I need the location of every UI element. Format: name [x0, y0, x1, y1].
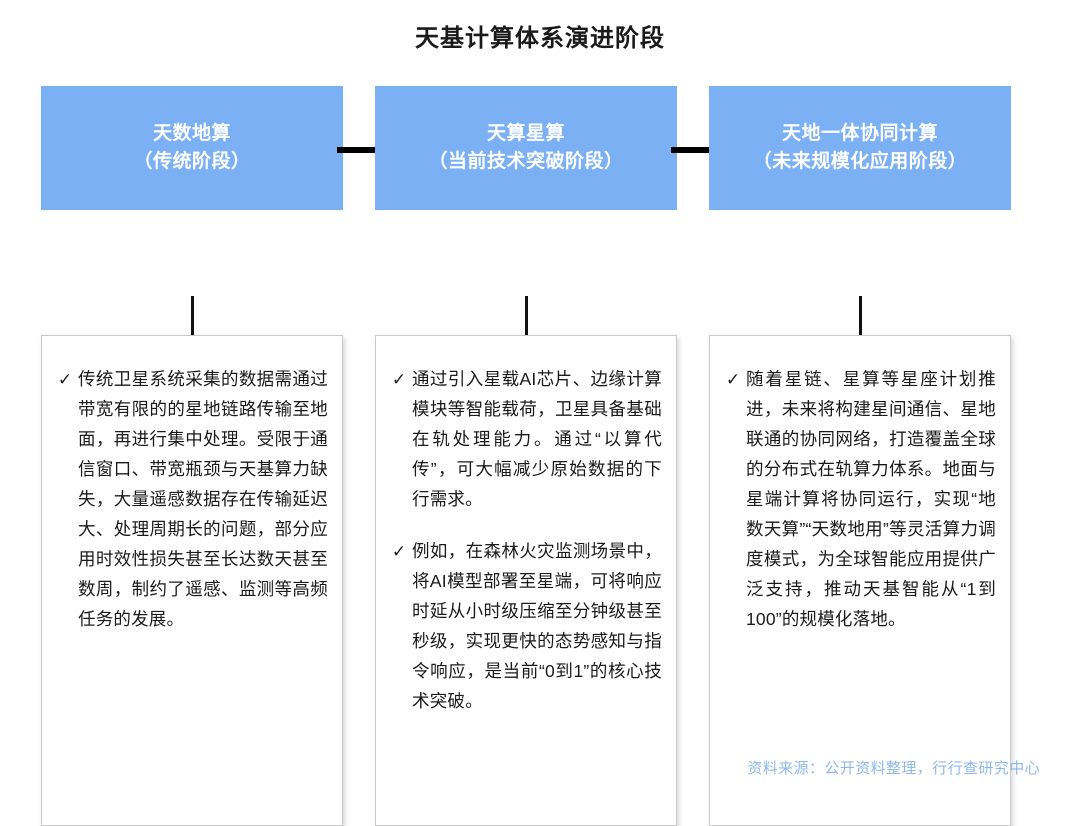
list-item: ✓ 通过引入星载AI芯片、边缘计算模块等智能载荷，卫星具备基础在轨处理能力。通过…	[386, 364, 662, 514]
bullet-text: 传统卫星系统采集的数据需通过带宽有限的的星地链路传输至地面，再进行集中处理。受限…	[78, 369, 328, 629]
stage-header-3[interactable]: 天地一体协同计算 （未来规模化应用阶段）	[709, 86, 1011, 210]
stage-header-2-line1: 天算星算	[486, 122, 565, 144]
stage-header-1[interactable]: 天数地算 （传统阶段）	[41, 86, 343, 210]
connector-line-2	[525, 296, 528, 335]
list-item: ✓ 例如，在森林火灾监测场景中，将AI模型部署至星端，可将响应时延从小时级压缩至…	[386, 536, 662, 716]
stage-column-2: 天算星算 （当前技术突破阶段） ✓ 通过引入星载AI芯片、边缘计算模块等智能载荷…	[375, 86, 677, 826]
arrow-shaft	[671, 147, 713, 153]
stage-header-3-line2: （未来规模化应用阶段）	[752, 151, 968, 172]
stage-column-1: 天数地算 （传统阶段） ✓ 传统卫星系统采集的数据需通过带宽有限的的星地链路传输…	[41, 86, 343, 826]
check-icon: ✓	[57, 370, 73, 389]
page-title: 天基计算体系演进阶段	[415, 25, 665, 52]
check-icon: ✓	[391, 370, 407, 389]
stage-body-3: ✓ 随着星链、星算等星座计划推进，未来将构建星间通信、星地联通的协同网络，打造覆…	[709, 335, 1011, 826]
source-note: 资料来源：公开资料整理，行行查研究中心	[747, 760, 1040, 777]
bullet-text: 随着星链、星算等星座计划推进，未来将构建星间通信、星地联通的协同网络，打造覆盖全…	[746, 369, 996, 629]
bullet-text: 例如，在森林火灾监测场景中，将AI模型部署至星端，可将响应时延从小时级压缩至分钟…	[412, 541, 662, 711]
connector-line-3	[859, 296, 862, 335]
list-item: ✓ 传统卫星系统采集的数据需通过带宽有限的的星地链路传输至地面，再进行集中处理。…	[52, 364, 328, 634]
connector-line-1	[191, 296, 194, 335]
diagram-canvas: 天基计算体系演进阶段 天数地算 （传统阶段） ✓ 传统卫星系统采集的数据需通过带…	[41, 25, 1040, 826]
stage-body-1: ✓ 传统卫星系统采集的数据需通过带宽有限的的星地链路传输至地面，再进行集中处理。…	[41, 335, 343, 826]
stage-column-3: 天地一体协同计算 （未来规模化应用阶段） ✓ 随着星链、星算等星座计划推进，未来…	[709, 86, 1011, 826]
stage-body-2: ✓ 通过引入星载AI芯片、边缘计算模块等智能载荷，卫星具备基础在轨处理能力。通过…	[375, 335, 677, 826]
check-icon: ✓	[725, 370, 741, 389]
stage-header-2[interactable]: 天算星算 （当前技术突破阶段）	[375, 86, 677, 210]
stage-header-1-line2: （传统阶段）	[133, 151, 251, 172]
stage-header-2-line2: （当前技术突破阶段）	[428, 151, 624, 172]
stage-header-1-line1: 天数地算	[152, 122, 231, 144]
arrow-shaft	[337, 147, 379, 153]
list-item: ✓ 随着星链、星算等星座计划推进，未来将构建星间通信、星地联通的协同网络，打造覆…	[720, 364, 996, 634]
check-icon: ✓	[391, 542, 407, 561]
bullet-text: 通过引入星载AI芯片、边缘计算模块等智能载荷，卫星具备基础在轨处理能力。通过“以…	[412, 369, 662, 509]
stage-header-3-line1: 天地一体协同计算	[781, 122, 938, 144]
